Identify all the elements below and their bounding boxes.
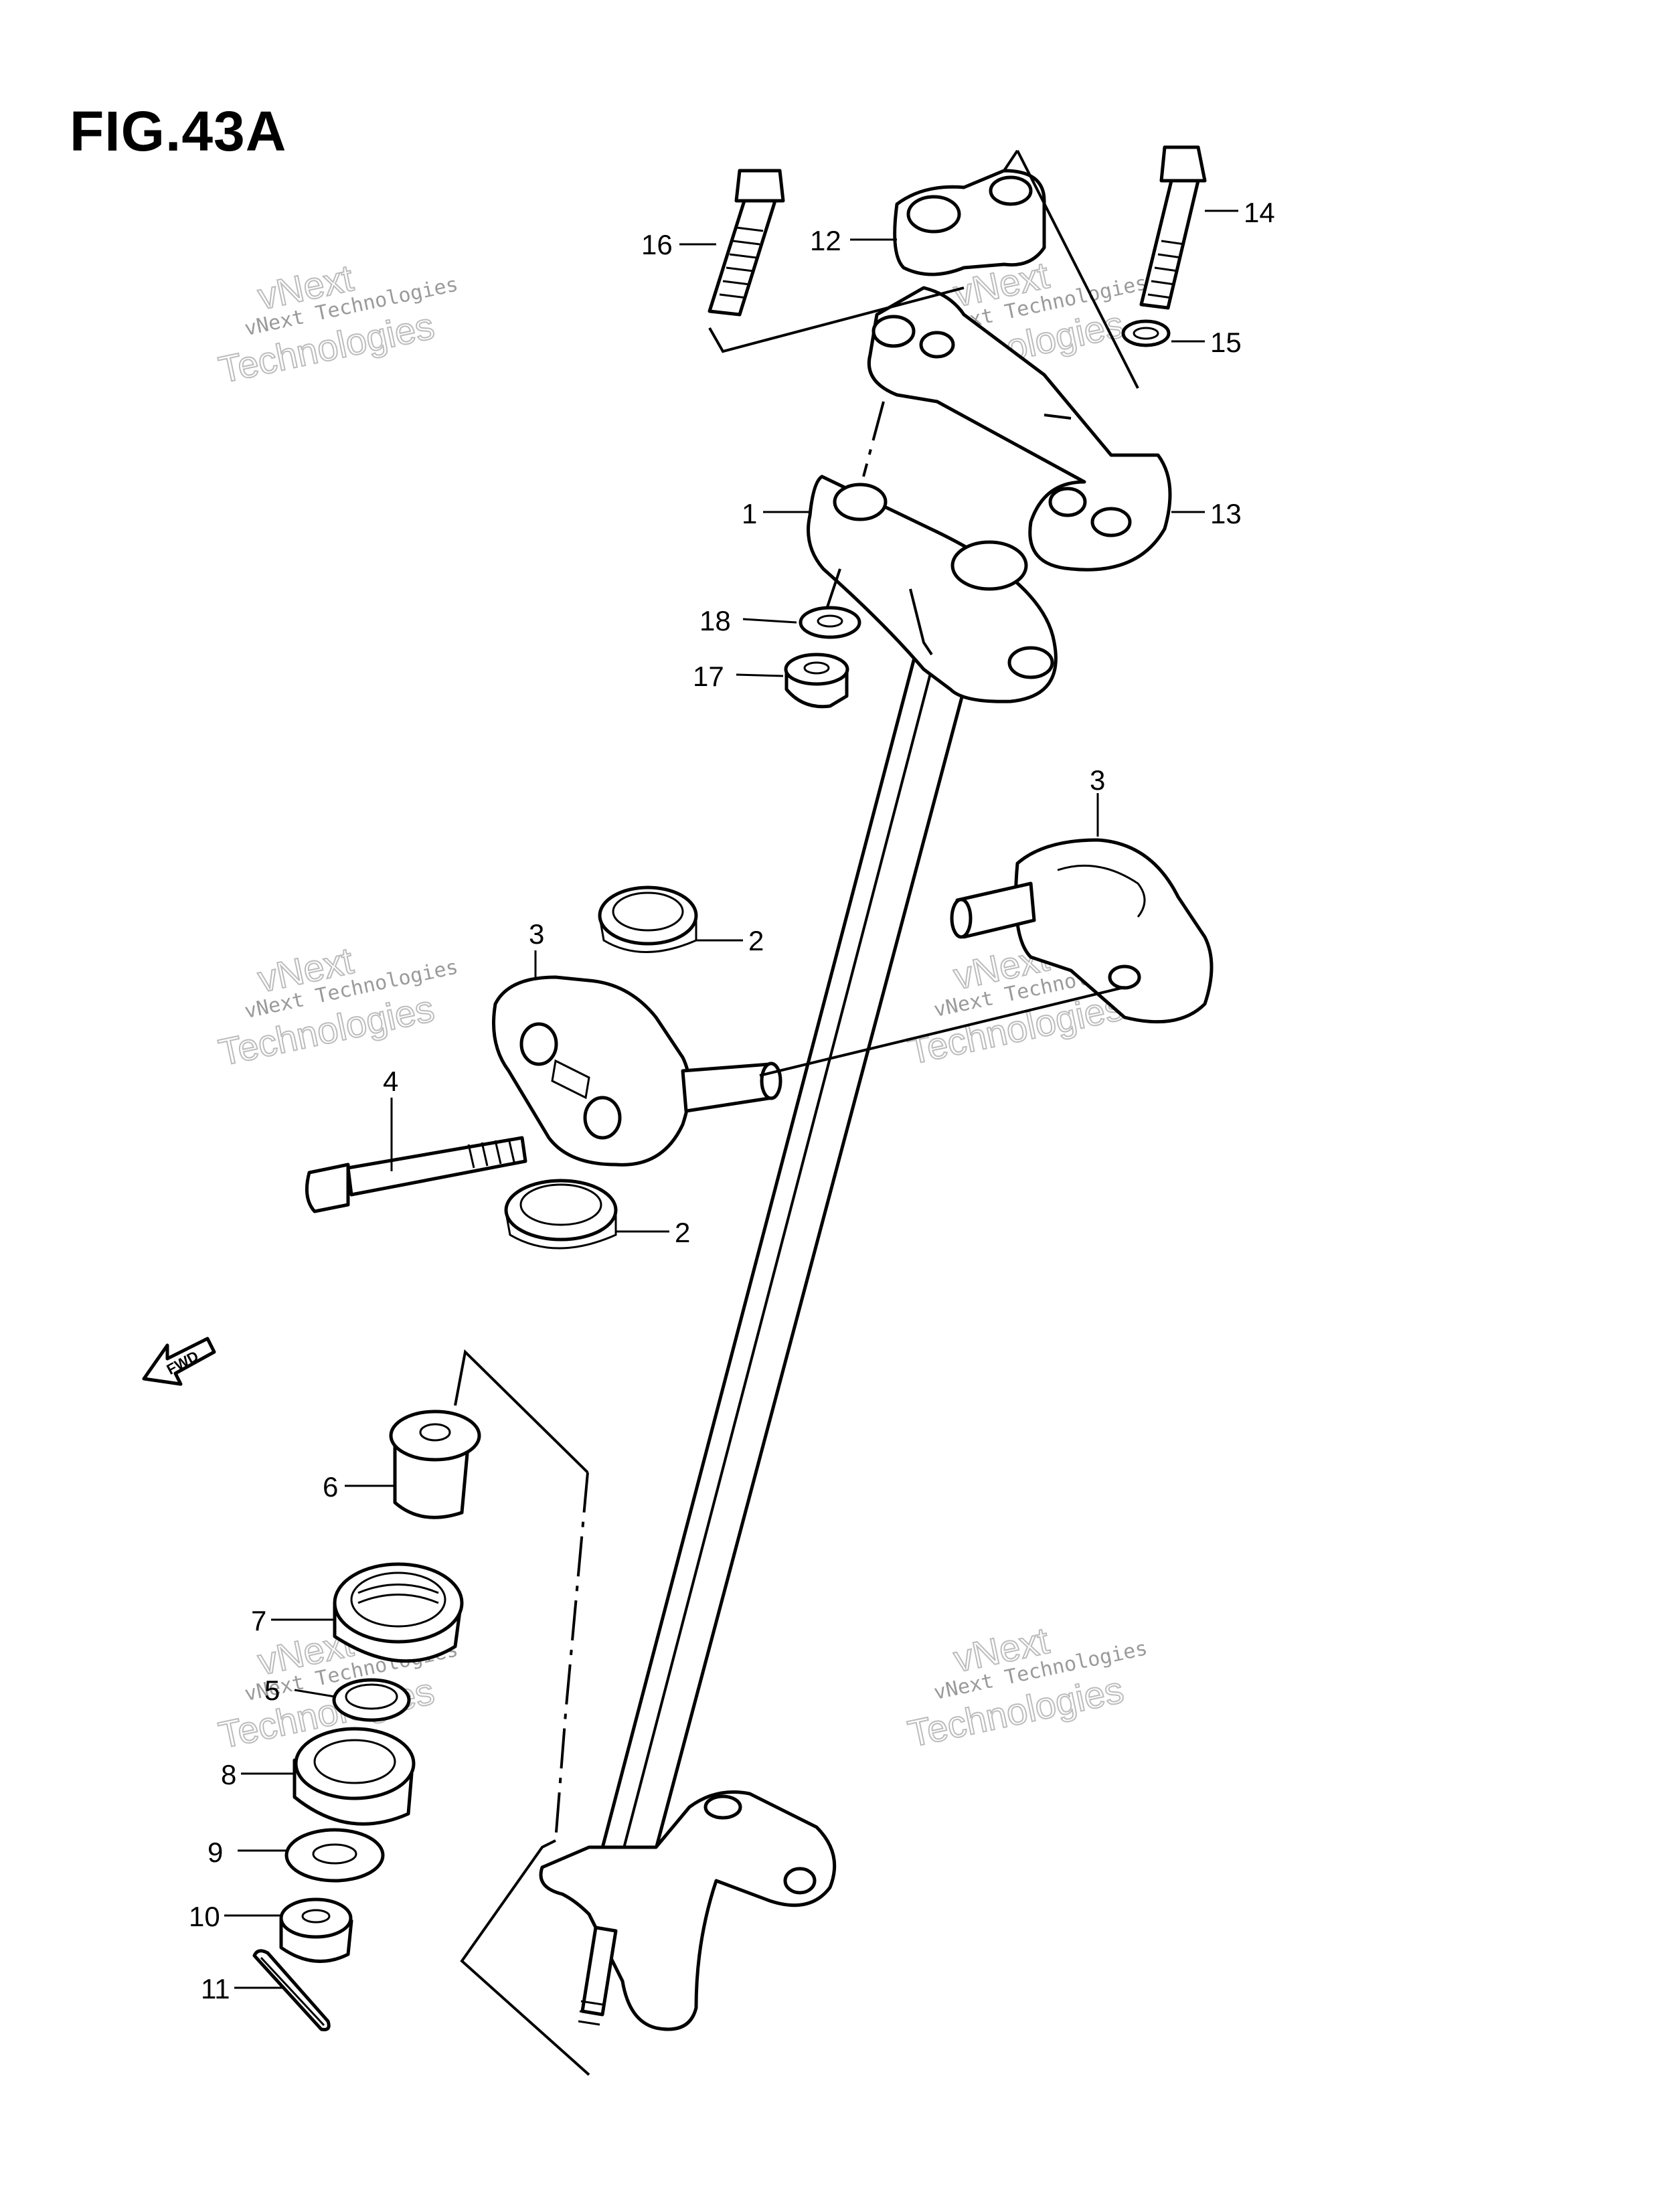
watermarks: vNext Technologies vNext Technologies vN… <box>214 253 1149 1757</box>
callout-3-left: 3 <box>529 918 544 950</box>
callout-2-bottom: 2 <box>675 1217 690 1248</box>
bushing-part-2-bottom <box>504 1179 618 1250</box>
callouts: 16 12 14 15 1 13 18 17 3 3 2 4 2 6 7 5 8… <box>189 197 1275 2005</box>
guide-lines-bottom <box>454 1349 590 2076</box>
nut-part-17 <box>784 653 849 709</box>
washer-part-15 <box>1121 319 1171 347</box>
lower-bracket <box>539 1790 837 2031</box>
callout-4: 4 <box>383 1066 398 1097</box>
callout-17: 17 <box>693 661 724 692</box>
handlebar-clamp-part-12 <box>893 169 1046 276</box>
steering-shaft <box>597 641 974 1876</box>
bearing-part-8 <box>293 1727 416 1826</box>
handlebar-clamp-part-13 <box>867 286 1172 572</box>
seal-part-5 <box>332 1678 411 1722</box>
bearing-holder-part-3-right <box>950 838 1214 1024</box>
watermark-1: vNext Technologies vNext Technologies <box>214 256 460 392</box>
bolt-part-14 <box>1139 145 1207 310</box>
upper-bracket-part-1 <box>807 475 1058 703</box>
callout-1: 1 <box>742 498 757 529</box>
nut-part-10 <box>279 1897 353 1963</box>
washer-part-18 <box>799 606 861 639</box>
callout-3-right: 3 <box>1090 764 1105 796</box>
callout-2-top: 2 <box>748 925 764 956</box>
callout-9: 9 <box>208 1837 223 1868</box>
callout-7: 7 <box>251 1605 266 1636</box>
watermark-3: vNext Technologies vNext Technologies <box>214 938 460 1074</box>
callout-5: 5 <box>264 1675 280 1706</box>
bushing-part-2-top <box>598 885 698 953</box>
callout-10: 10 <box>189 1901 220 1932</box>
bushing-part-6 <box>389 1410 481 1519</box>
callout-12: 12 <box>810 225 841 256</box>
callout-11: 11 <box>201 1973 230 2005</box>
watermark-6: vNext Technologies vNext Technologies <box>904 1618 1149 1756</box>
callout-6: 6 <box>323 1471 338 1503</box>
callout-18: 18 <box>699 605 731 636</box>
guide-line-mid <box>759 986 1125 1077</box>
figure-title: FIG.43A <box>70 100 287 163</box>
callout-8: 8 <box>221 1759 236 1790</box>
leader-lines <box>224 209 1238 1989</box>
washer-part-9 <box>284 1828 385 1883</box>
bearing-part-7 <box>333 1562 464 1663</box>
bolt-part-16 <box>708 169 785 317</box>
cotter-pin-part-11 <box>252 1949 331 2031</box>
callout-16: 16 <box>641 229 673 260</box>
fwd-arrow-icon: FWD <box>142 1337 216 1386</box>
bolt-part-4 <box>305 1136 527 1213</box>
bearing-holder-part-3-left <box>492 975 782 1167</box>
callout-14: 14 <box>1244 197 1275 228</box>
guide-lines-top <box>708 149 1139 610</box>
callout-15: 15 <box>1210 327 1242 358</box>
callout-13: 13 <box>1210 498 1242 529</box>
